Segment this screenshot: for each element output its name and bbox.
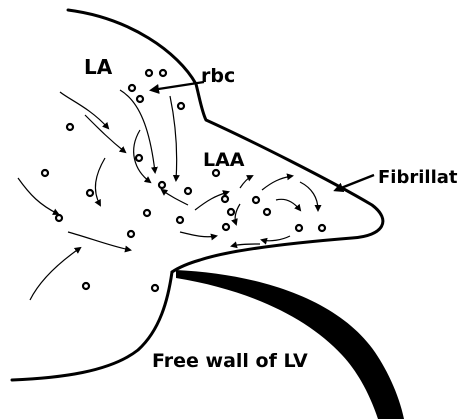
flow-arrow: [276, 199, 300, 210]
rbc-cell: [222, 196, 228, 202]
flow-arrow: [85, 115, 125, 152]
rbc-cell: [185, 188, 191, 194]
label-laa: LAA: [203, 149, 245, 171]
rbc-cell: [56, 215, 62, 221]
flow-arrow: [232, 244, 260, 246]
rbc-cell: [152, 285, 158, 291]
flow-arrow: [170, 96, 177, 180]
flow-arrows: [18, 90, 318, 300]
rbc-cell: [83, 283, 89, 289]
rbc-cell: [87, 190, 93, 196]
rbc-cell: [144, 210, 150, 216]
rbc-cell: [137, 96, 143, 102]
flow-arrow: [262, 176, 292, 190]
rbc-cell: [264, 209, 270, 215]
flow-arrow: [30, 248, 80, 300]
flow-arrow: [180, 232, 216, 237]
rbc-cell: [178, 103, 184, 109]
label-la: LA: [84, 55, 113, 79]
rbc-cell: [223, 224, 229, 230]
flow-arrow: [262, 236, 290, 241]
flow-arrow: [60, 92, 108, 128]
label-fibrillation: Fibrillat: [378, 167, 458, 188]
fibrillation-pointer-arrow: [336, 175, 374, 190]
rbc-cell: [136, 155, 142, 161]
label-rbc: rbc: [201, 65, 235, 87]
lv-free-wall: [176, 270, 404, 419]
rbc-cell: [67, 124, 73, 130]
rbc-cell: [129, 85, 135, 91]
atrium-lower-wall: [12, 272, 172, 380]
flow-arrow: [95, 158, 105, 205]
rbc-cell: [42, 170, 48, 176]
flow-arrow: [68, 232, 130, 250]
flow-arrow: [18, 178, 58, 214]
label-free-wall-of-lv: Free wall of LV: [152, 350, 308, 372]
rbc-cell: [146, 70, 152, 76]
rbc-cell: [160, 70, 166, 76]
flow-arrow: [300, 182, 318, 210]
flow-arrow: [240, 176, 252, 188]
rbc-cell: [159, 182, 165, 188]
rbc-cell: [296, 225, 302, 231]
flow-arrow: [235, 204, 240, 224]
rbc-cell: [128, 231, 134, 237]
rbc-cell: [319, 225, 325, 231]
rbc-cell: [228, 209, 234, 215]
rbc-cell: [253, 197, 259, 203]
atrium-upper-wall: [68, 10, 383, 272]
red-blood-cells: [42, 70, 325, 291]
rbc-cell: [177, 217, 183, 223]
